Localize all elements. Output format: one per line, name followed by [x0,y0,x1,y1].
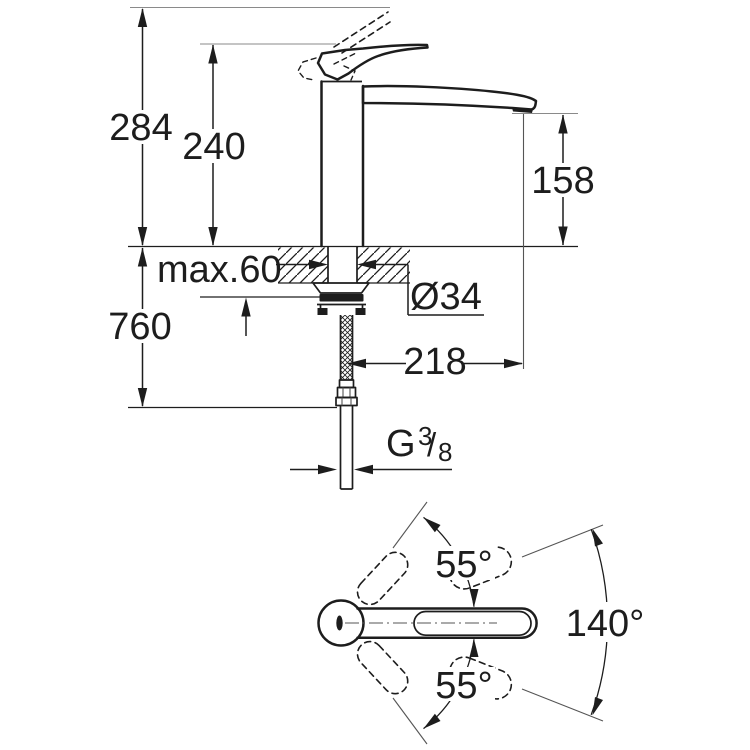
spout-inner-outline [413,610,532,637]
dim-label-thread: G 3 / 8 [386,421,452,467]
threaded-shank [327,247,358,283]
lever-raised-ghost [333,11,389,48]
side-view: 284 240 max.60 760 Ø34 158 218 G 3 / 8 [108,6,595,490]
hose-fitting [338,379,355,389]
mounting-assembly [312,247,370,490]
spout [361,84,538,111]
handle-ghost-upper [356,551,409,606]
connection-nut [335,396,358,407]
angle-label-total: 140° [566,603,645,645]
angle-label-upper: 55° [435,544,492,586]
lever-handle [316,43,429,81]
dim-label-body-height: 240 [182,126,245,168]
lever-mark [336,615,343,631]
braided-hose [340,315,353,380]
dim-label-overall-height: 284 [109,107,172,149]
dimension-labels: 284 240 max.60 760 Ø34 158 218 G 3 / 8 [108,107,594,467]
dim-label-spout-height: 158 [531,160,594,202]
spout-top-outline [356,607,538,639]
stabilizer-plate [319,294,364,302]
dim-label-hose-length: 760 [108,306,171,348]
mounting-nut-left [317,308,328,315]
mounting-nut-right [355,308,366,315]
dim-label-counter-max: max.60 [157,249,282,291]
thread-letter: G [386,423,416,465]
dimension-lines [137,8,568,475]
dim-label-hole-diameter: Ø34 [410,276,482,318]
handle-ghost-lower [356,640,409,695]
thread-slash: / [427,426,437,463]
angle-label-lower: 55° [435,665,492,707]
aerator [512,107,533,113]
cone-gasket [312,282,370,294]
top-view: 55° 55° 140° [317,501,645,745]
angle-dimensions: 55° 55° 140° [392,501,645,745]
faucet-outline [297,11,538,248]
thread-numerator: 3 [418,421,432,451]
thread-denominator: 8 [438,437,452,467]
top-view-body [317,599,538,647]
connection-tube [339,405,354,490]
dim-label-projection: 218 [403,341,466,383]
